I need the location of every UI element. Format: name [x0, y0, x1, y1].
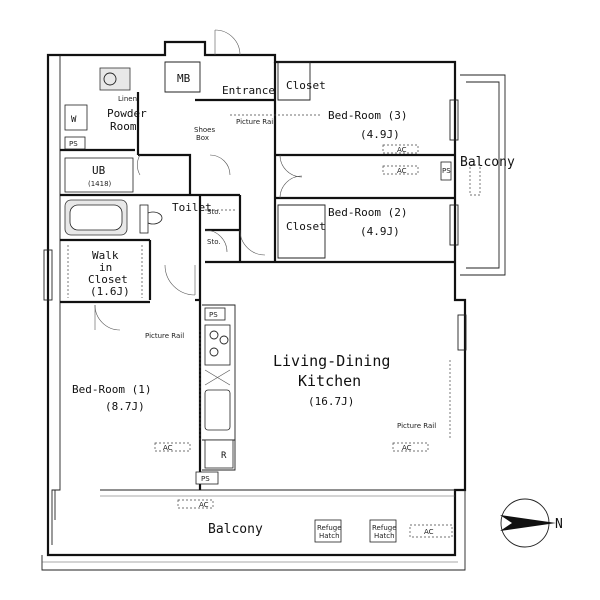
refrigerator-label: R [221, 451, 227, 461]
powder-room-line1: Powder [107, 107, 147, 120]
ps-label-2: PS [209, 311, 218, 319]
refrigerator [204, 439, 234, 469]
storage-label-2: Sto. [207, 238, 221, 246]
bed-room-1-size: (8.7J) [105, 400, 145, 413]
refuge-hatch-2-line1: Refuge [372, 524, 397, 532]
refuge-hatch-2 [369, 519, 397, 543]
ps-box-balcony [440, 161, 452, 181]
wic-line3: Closet [88, 273, 128, 286]
outer-walls [46, 40, 467, 557]
ldk-name-line2: Kitchen [298, 372, 361, 390]
ps-box-1 [64, 136, 86, 150]
ac-label-5: AC [199, 501, 209, 509]
wic-line2: in [99, 261, 112, 274]
picture-rail-label-1: Picture Rail [236, 118, 275, 126]
refuge-hatch-1-line2: Hatch [319, 532, 340, 540]
closet-bed2-label: Closet [286, 220, 326, 233]
refuge-hatch-1-line1: Refuge [317, 524, 342, 532]
balcony-south [41, 489, 466, 571]
ldk-size: (16.7J) [308, 395, 354, 408]
ps-label-3: PS [201, 475, 210, 483]
wic-line1: Walk [92, 249, 119, 262]
ps-box-2 [204, 307, 226, 321]
storage-label-1: Sto. [207, 208, 221, 216]
linen-label: Linen [118, 95, 137, 103]
ps-box-3 [195, 471, 219, 485]
bed-room-1-name: Bed-Room (1) [72, 383, 151, 396]
meter-box-label: MB [177, 72, 191, 85]
ac-label-3: AC [397, 146, 407, 154]
fixtures [64, 67, 451, 509]
closet-bed3-label: Closet [286, 79, 326, 92]
refuge-hatch-1 [314, 519, 342, 543]
washbasin [99, 67, 131, 91]
ac-label-2: AC [402, 444, 412, 452]
compass: N [500, 498, 563, 548]
washer-box [64, 104, 88, 131]
ac-label-6: AC [424, 528, 434, 536]
balcony-east-label: Balcony [460, 155, 515, 170]
fixture-labels: MB W PS PS PS Linen Shoes Box Sto. Sto. … [69, 72, 436, 540]
ac-label-1: AC [163, 444, 173, 452]
bed-room-3-size: (4.9J) [360, 128, 400, 141]
washer-label: W [71, 115, 77, 125]
room-labels: Bed-Room (1) (8.7J) Bed-Room (2) (4.9J) … [72, 79, 515, 537]
interior-walls [60, 61, 455, 490]
bed-room-2-size: (4.9J) [360, 225, 400, 238]
bed-room-2-name: Bed-Room (2) [328, 206, 407, 219]
cooktop [204, 324, 231, 366]
balcony-south-label: Balcony [208, 522, 263, 537]
ldk-name-line1: Living-Dining [273, 352, 390, 370]
picture-rail-label-2: Picture Rail [145, 332, 184, 340]
shoes-box-line2: Box [196, 134, 209, 142]
refuge-hatch-2-line2: Hatch [374, 532, 395, 540]
unit-bath-size: (1418) [88, 180, 112, 188]
unit-bath-box [64, 157, 134, 193]
ps-label-balcony: PS [442, 167, 451, 175]
unit-bath-label: UB [92, 164, 106, 177]
ps-label-1: PS [69, 140, 78, 148]
powder-room-line2: Room [110, 120, 137, 133]
picture-rail-label-3: Picture Rail [397, 422, 436, 430]
north-label: N [555, 517, 563, 532]
balcony-east: PS [440, 74, 506, 276]
wic-size: (1.6J) [90, 285, 130, 298]
windows [43, 99, 467, 351]
ac-label-4: AC [397, 167, 407, 175]
shoes-box-line1: Shoes [194, 126, 215, 134]
bed-room-3-name: Bed-Room (3) [328, 109, 407, 122]
north-arrow-icon [500, 515, 556, 531]
entrance-label: Entrance [222, 84, 275, 97]
toilet-label: Toilet [172, 201, 212, 214]
doors [94, 29, 303, 331]
kitchen-sink [204, 389, 231, 431]
